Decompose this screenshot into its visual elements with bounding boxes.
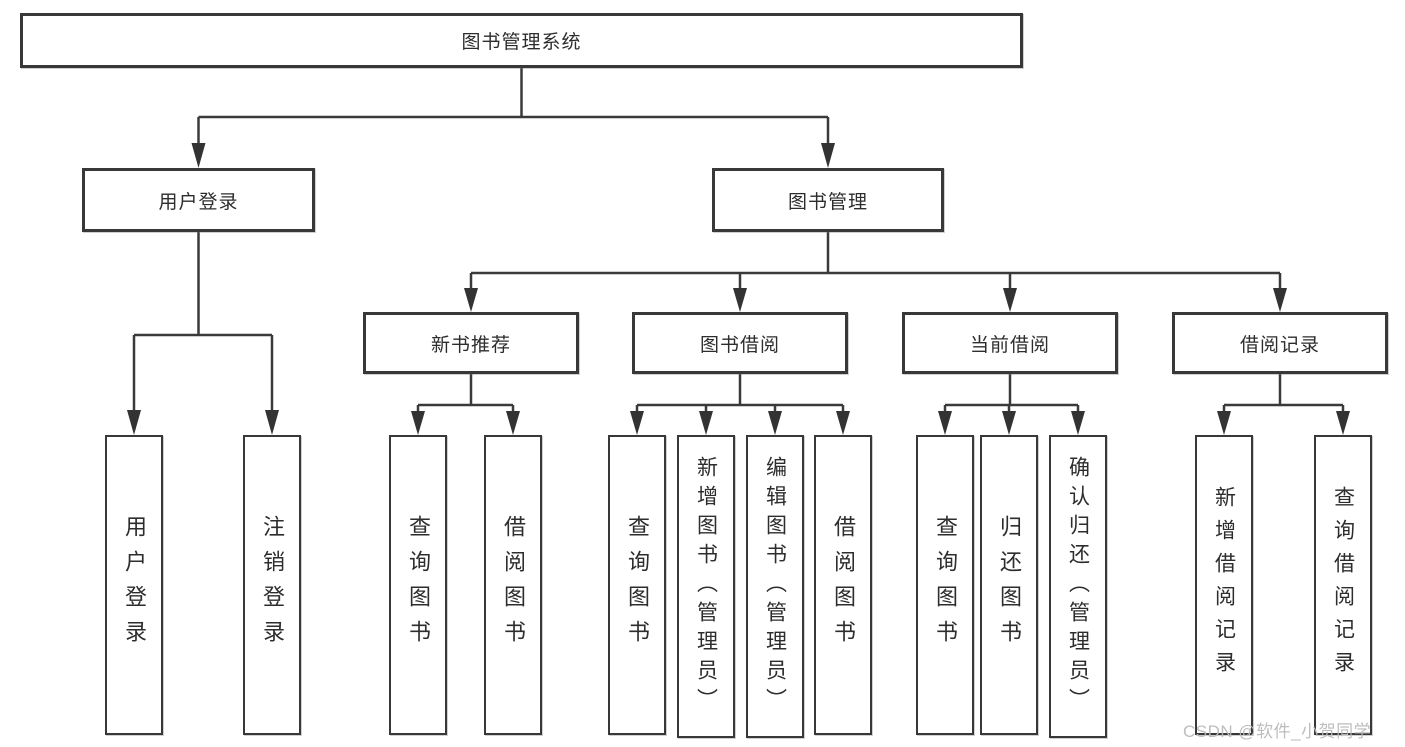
leaf-confirm-return-admin: 确认归还（管理员）	[1049, 435, 1107, 738]
node-new-book-recommend: 新书推荐	[363, 312, 579, 374]
arrowhead-icons	[127, 143, 1350, 435]
node-current-borrow: 当前借阅	[902, 312, 1118, 374]
node-user-login: 用户登录	[82, 168, 315, 232]
leaf-user-login: 用户登录	[105, 435, 163, 735]
node-root-system: 图书管理系统	[20, 13, 1023, 68]
csdn-watermark: CSDN @软件_小贺同学	[1183, 722, 1372, 741]
leaf-logout: 注销登录	[243, 435, 301, 735]
leaf-query-borrow-record: 查询借阅记录	[1314, 435, 1372, 735]
leaf-current-query-books: 查询图书	[916, 435, 974, 735]
leaf-return-books: 归还图书	[980, 435, 1038, 735]
leaf-borrow-books: 借阅图书	[814, 435, 872, 735]
leaf-recommend-query-books: 查询图书	[389, 435, 447, 735]
leaf-recommend-borrow-books: 借阅图书	[484, 435, 542, 735]
node-book-management: 图书管理	[712, 168, 944, 232]
leaf-borrow-query-books: 查询图书	[608, 435, 666, 735]
leaf-add-borrow-record: 新增借阅记录	[1195, 435, 1253, 735]
node-book-borrow: 图书借阅	[632, 312, 848, 374]
leaf-add-books-admin: 新增图书（管理员）	[677, 435, 735, 738]
node-borrow-records: 借阅记录	[1172, 312, 1388, 374]
leaf-edit-books-admin: 编辑图书（管理员）	[746, 435, 804, 738]
